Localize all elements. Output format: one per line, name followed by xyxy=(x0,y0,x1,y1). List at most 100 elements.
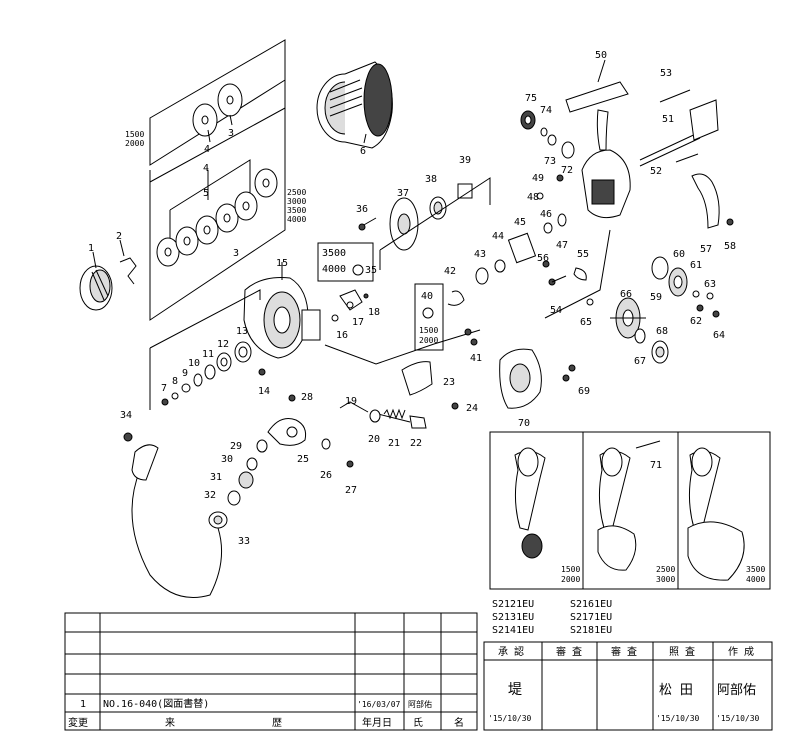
callout-29: 29 xyxy=(230,441,242,452)
callout-labels: 1 2 3 3 4 4 5 6 7 8 9 10 11 12 13 14 15 … xyxy=(88,50,736,547)
bail-arm xyxy=(401,361,459,410)
callout-64: 64 xyxy=(713,330,725,341)
bail-small-parts xyxy=(227,439,268,506)
model-code: S2161EU xyxy=(570,599,612,610)
checker-name: 松 田 xyxy=(659,683,693,698)
model-code: S2181EU xyxy=(570,625,612,636)
model-code: S2171EU xyxy=(570,612,612,623)
note-spool-1500: 1500 xyxy=(125,130,144,139)
callout-36: 36 xyxy=(356,204,368,215)
callout-62: 62 xyxy=(690,316,702,327)
approver-date: '15/10/30 xyxy=(488,714,532,723)
right-frame-parts xyxy=(639,89,734,229)
callout-66: 66 xyxy=(620,289,632,300)
note-box35-4000: 4000 xyxy=(322,264,346,275)
callout-53: 53 xyxy=(660,68,672,79)
footer-history-a: 来 xyxy=(165,717,175,729)
callout-65: 65 xyxy=(580,317,592,328)
callout-40: 40 xyxy=(421,291,433,302)
note-box35-3500: 3500 xyxy=(322,248,346,259)
header-create: 作 成 xyxy=(728,646,754,658)
callout-32: 32 xyxy=(204,490,216,501)
approval-table: 承 認 審 査 審 査 照 査 作 成 堤 '15/10/30 松 田 '15/… xyxy=(483,641,773,731)
callout-12: 12 xyxy=(217,339,229,350)
revision-no: 1 xyxy=(80,699,86,710)
callout-23: 23 xyxy=(443,377,455,388)
footer-name-b: 名 xyxy=(454,716,464,729)
callout-18: 18 xyxy=(368,307,380,318)
callout-67: 67 xyxy=(634,356,646,367)
callout-73: 73 xyxy=(544,156,556,167)
revision-author: 阿部佑 xyxy=(408,699,432,709)
rotor xyxy=(243,277,321,359)
callout-14: 14 xyxy=(258,386,270,397)
callout-43: 43 xyxy=(474,249,486,260)
header-review-1: 審 査 xyxy=(556,645,582,658)
callout-16: 16 xyxy=(336,330,348,341)
callout-57: 57 xyxy=(700,244,712,255)
callout-44: 44 xyxy=(492,231,504,242)
callout-3a: 3 xyxy=(228,128,234,139)
bail-support xyxy=(331,289,369,322)
header-check: 照 査 xyxy=(669,645,695,658)
callout-10: 10 xyxy=(188,358,200,369)
note-spool-3000: 3000 xyxy=(287,197,306,206)
callout-35: 35 xyxy=(365,265,377,276)
callout-70: 70 xyxy=(518,418,530,429)
header-approve: 承 認 xyxy=(498,645,524,658)
callout-59: 59 xyxy=(650,292,662,303)
note-spool-2500: 2500 xyxy=(287,188,306,197)
callout-39: 39 xyxy=(459,155,471,166)
note-spool-2000: 2000 xyxy=(125,139,144,148)
callout-58: 58 xyxy=(724,241,736,252)
callout-56: 56 xyxy=(537,253,549,264)
box-35 xyxy=(317,242,374,282)
oscillation-parts xyxy=(358,177,491,270)
callout-26: 26 xyxy=(320,470,332,481)
callout-6: 6 xyxy=(360,146,366,157)
callout-11: 11 xyxy=(202,349,214,360)
note-spool-4000: 4000 xyxy=(287,215,306,224)
model-code: S2121EU xyxy=(492,599,534,610)
callout-69: 69 xyxy=(578,386,590,397)
callout-37: 37 xyxy=(397,188,409,199)
callout-60: 60 xyxy=(673,249,685,260)
drag-washers-lower xyxy=(156,168,278,267)
callout-75: 75 xyxy=(525,93,537,104)
line-roller-parts xyxy=(339,401,427,429)
reel-body xyxy=(536,81,631,219)
callout-15: 15 xyxy=(276,258,288,269)
callout-50: 50 xyxy=(595,50,607,61)
callout-8: 8 xyxy=(172,376,178,387)
callout-46: 46 xyxy=(540,209,552,220)
callout-41: 41 xyxy=(470,353,482,364)
note-handle1-2000: 2000 xyxy=(561,575,580,584)
footer-history-b: 歴 xyxy=(272,717,282,729)
callout-25: 25 xyxy=(297,454,309,465)
header-review-2: 審 査 xyxy=(611,645,637,658)
footer-date: 年月日 xyxy=(362,716,392,729)
creator-name: 阿部佑 xyxy=(717,683,756,698)
callout-61: 61 xyxy=(690,260,702,271)
approver-name: 堤 xyxy=(508,682,522,698)
callout-13: 13 xyxy=(236,326,248,337)
callout-19: 19 xyxy=(345,396,357,407)
note-handle3-4000: 4000 xyxy=(746,575,765,584)
callout-21: 21 xyxy=(388,438,400,449)
callout-52: 52 xyxy=(650,166,662,177)
revision-date: '16/03/07 xyxy=(357,700,401,709)
callout-47: 47 xyxy=(556,240,568,251)
note-handle2-2500: 2500 xyxy=(656,565,675,574)
callout-30: 30 xyxy=(221,454,233,465)
model-code: S2141EU xyxy=(492,625,534,636)
callout-42: 42 xyxy=(444,266,456,277)
note-handle3-3500: 3500 xyxy=(746,565,765,574)
callout-49: 49 xyxy=(532,173,544,184)
callout-3b: 3 xyxy=(233,248,239,259)
callout-1: 1 xyxy=(88,243,94,254)
model-code: S2131EU xyxy=(492,612,534,623)
callout-17: 17 xyxy=(352,317,364,328)
handle-variants-box xyxy=(489,431,771,590)
note-handle2-3000: 3000 xyxy=(656,575,675,584)
